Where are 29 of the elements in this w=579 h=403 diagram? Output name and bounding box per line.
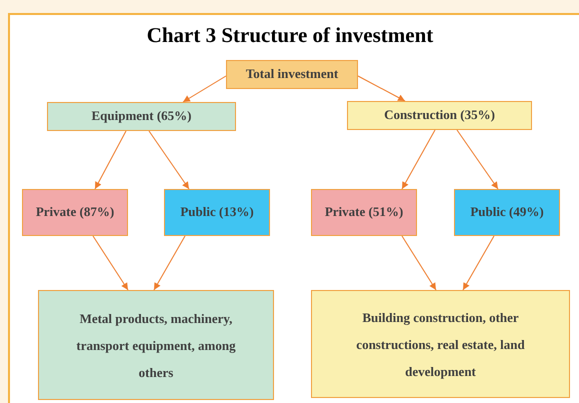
category-box — [454, 189, 560, 236]
category-box — [347, 101, 532, 130]
arrow — [154, 236, 186, 290]
box-text: Metal products, machinery, transport equipment, among others — [75, 310, 237, 382]
box-text: Public (49%) — [470, 204, 544, 221]
arrow — [92, 236, 128, 290]
chart-title: Chart 3 Structure of investment — [146, 22, 434, 49]
category-box — [226, 60, 358, 89]
category-box — [311, 189, 417, 236]
box-text: Construction (35%) — [384, 107, 495, 124]
arrow — [182, 76, 226, 102]
arrow — [456, 130, 498, 190]
arrow — [358, 76, 406, 102]
arrow — [148, 130, 190, 190]
category-box — [22, 189, 128, 236]
box-text: Public (13%) — [180, 204, 254, 221]
category-box — [311, 290, 570, 398]
arrow — [94, 130, 126, 190]
arrow — [402, 236, 436, 290]
arrow — [462, 236, 494, 290]
category-box — [164, 189, 270, 236]
box-text: Building construction, other constructions, real estate, land development — [355, 308, 526, 381]
arrow — [402, 130, 436, 190]
box-text: Private (87%) — [36, 204, 114, 221]
box-text: Equipment (65%) — [91, 108, 192, 125]
box-text: Private (51%) — [324, 204, 404, 221]
category-box — [38, 290, 274, 400]
box-text: Total investment — [246, 66, 338, 83]
category-box — [47, 102, 236, 131]
